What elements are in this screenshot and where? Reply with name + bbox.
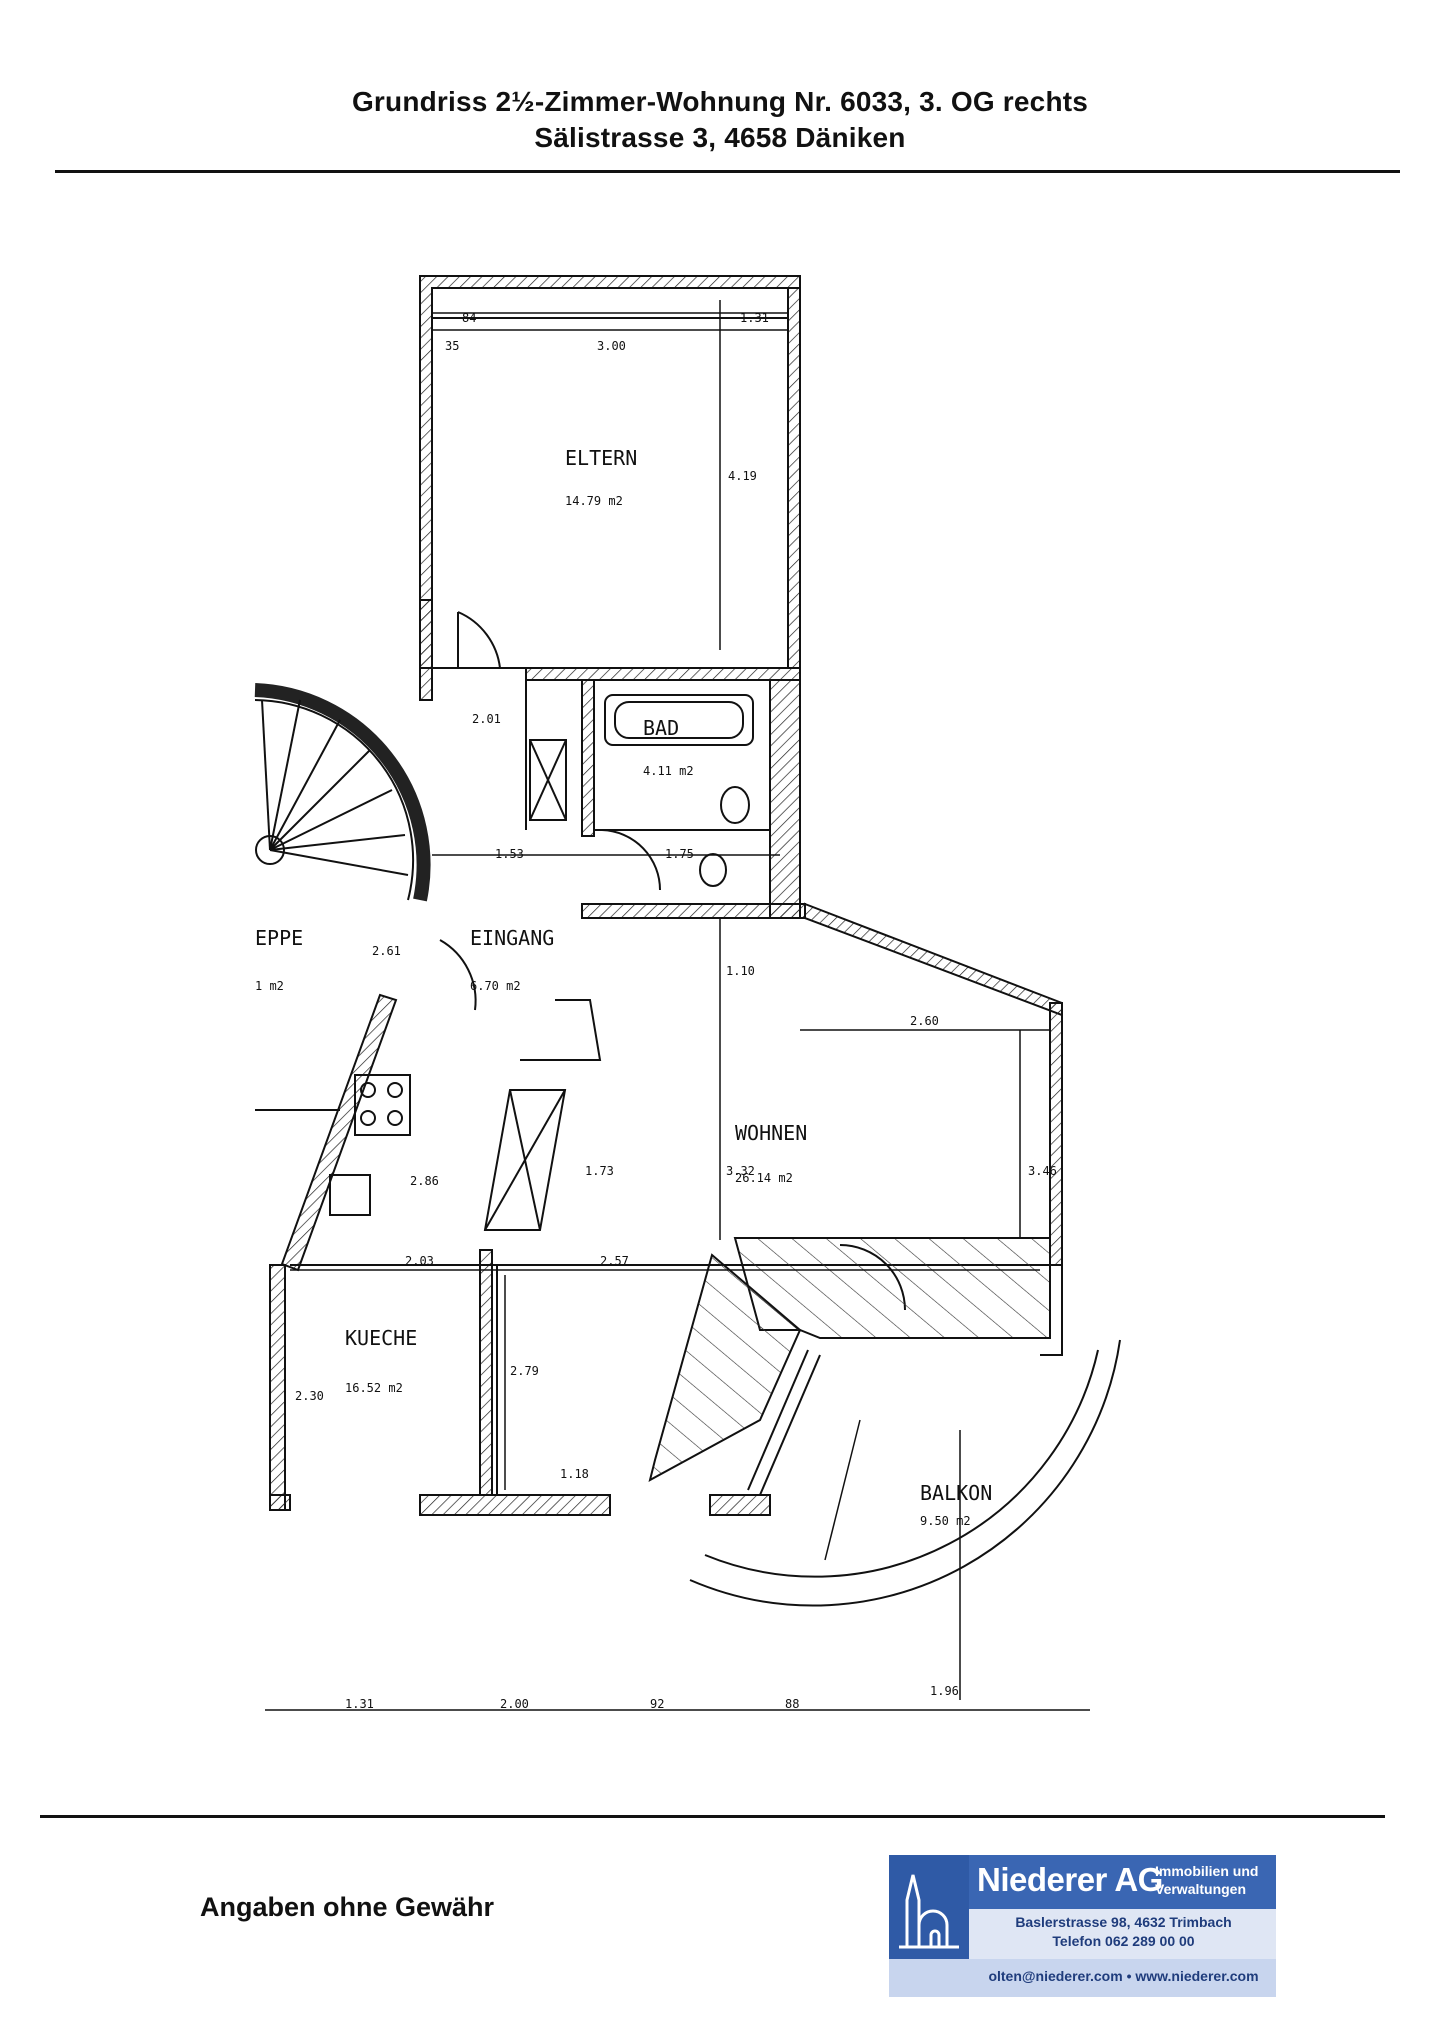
dim-label: 2.61 (372, 944, 401, 958)
dim-label: 1.73 (585, 1164, 614, 1178)
disclaimer: Angaben ohne Gewähr (200, 1892, 495, 1922)
dim-label: 2.01 (472, 712, 501, 726)
dim-label: 88 (785, 1697, 799, 1711)
dim-label: 1.75 (665, 847, 694, 861)
company-name: Niederer AG (977, 1861, 1163, 1898)
hatched-areas (648, 1237, 1051, 1482)
dim-label: 3.46 (1028, 1164, 1057, 1178)
dim-label: 2.60 (910, 1014, 939, 1028)
room-wohnen-name: WOHNEN (735, 1121, 807, 1145)
dim-label: 2.30 (295, 1389, 324, 1403)
room-balkon-area: 9.50 m2 (920, 1514, 971, 1528)
dimension-lines (265, 300, 1090, 1711)
church-emblem-icon (889, 1855, 969, 1959)
top-rule (55, 170, 1400, 173)
room-bad-area: 4.11 m2 (643, 764, 694, 778)
dim-label: 1.31 (345, 1697, 374, 1711)
room-bad-name: BAD (643, 716, 679, 740)
balcony (689, 1339, 1121, 1607)
room-kueche-name: KUECHE (345, 1326, 417, 1350)
spiral-staircase (254, 683, 431, 1111)
dim-label: 1.18 (560, 1467, 589, 1481)
company-contact: olten@niederer.com • www.niederer.com (988, 1968, 1259, 1984)
room-eingang-area: 6.70 m2 (470, 979, 521, 993)
room-eingang-name: EINGANG (470, 926, 554, 950)
title-line-2: Sälistrasse 3, 4658 Däniken (534, 122, 906, 153)
dim-label: 2.03 (405, 1254, 434, 1268)
room-kueche-area: 16.52 m2 (345, 1381, 403, 1395)
dim-label: 1.96 (930, 1684, 959, 1698)
room-eltern-area: 14.79 m2 (565, 494, 623, 508)
dim-label: 2.57 (600, 1254, 629, 1268)
dim-label: 1.10 (726, 964, 755, 978)
dim-label: 1.31 (740, 311, 769, 325)
dim-label: 2.86 (410, 1174, 439, 1188)
dim-label: 92 (650, 1697, 664, 1711)
room-eltern-name: ELTERN (565, 446, 637, 470)
dim-label: 4.19 (728, 469, 757, 483)
room-treppe-area: 1 m2 (255, 979, 284, 993)
dim-label: 3.00 (597, 339, 626, 353)
dim-label: 2.79 (510, 1364, 539, 1378)
room-wohnen-area: 26.14 m2 (735, 1171, 793, 1185)
company-address: Baslerstrasse 98, 4632 Trimbach Telefon … (1015, 1914, 1232, 1949)
dimension-labels: 84 3.00 1.31 35 4.19 2.01 1.53 1.75 1.10… (295, 311, 1057, 1711)
title-line-1: Grundriss 2½-Zimmer-Wohnung Nr. 6033, 3.… (351, 86, 1089, 117)
room-labels: ELTERN 14.79 m2 BAD 4.11 m2 EINGANG 6.70… (255, 446, 992, 1528)
dim-label: 1.53 (495, 847, 524, 861)
walls (269, 275, 1063, 1516)
dim-label: 35 (445, 339, 459, 353)
dim-label: 84 (462, 311, 476, 325)
company-tagline: Immobilien und Verwaltungen (1155, 1863, 1259, 1897)
room-balkon-name: BALKON (920, 1481, 992, 1505)
company-logo: Niederer AG Immobilien und Verwaltungen … (889, 1855, 1276, 1997)
bottom-rule (40, 1815, 1385, 1818)
page-header: Grundriss 2½-Zimmer-Wohnung Nr. 6033, 3.… (0, 84, 1440, 156)
room-treppe-name: EPPE (255, 926, 303, 950)
dim-label: 3.32 (726, 1164, 755, 1178)
dim-label: 2.00 (500, 1697, 529, 1711)
floor-plan: ELTERN 14.79 m2 BAD 4.11 m2 EINGANG 6.70… (254, 275, 1121, 1711)
